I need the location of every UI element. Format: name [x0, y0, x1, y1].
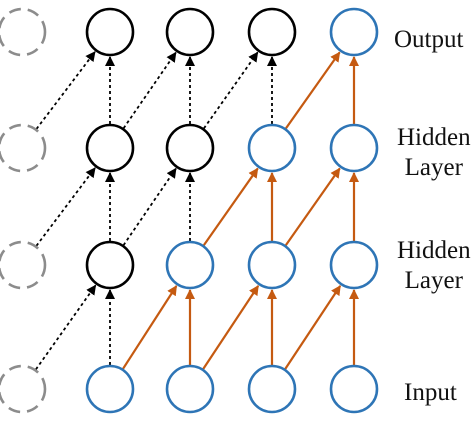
hidden-layer-top-label: Hidden Layer: [397, 123, 471, 183]
edge-diagonal-1-4: [284, 167, 341, 246]
node-active-0-4: [329, 364, 379, 414]
node-inactive-3-1: [85, 7, 135, 57]
output-label: Output: [394, 25, 463, 55]
edge-diagonal-1-2: [122, 167, 177, 246]
edge-diagonal-1-1: [35, 167, 96, 247]
output-label-text: Output: [394, 26, 464, 53]
edge-diagonal-0-3: [202, 285, 260, 370]
node-inactive-2-1: [85, 123, 135, 173]
node-active-1-2: [165, 240, 215, 290]
hidden-layer-top-line2: Layer: [404, 154, 463, 181]
edge-diagonal-1-3: [202, 167, 259, 246]
node-active-2-4: [329, 123, 379, 173]
edge-diagonal-0-2: [122, 285, 178, 370]
node-active-0-2: [165, 364, 215, 414]
node-inactive-1-1: [85, 240, 135, 290]
edge-diagonal-2-4: [285, 51, 341, 130]
node-active-3-4: [329, 7, 379, 57]
hidden-layer-bottom-line1: Hidden: [397, 237, 471, 264]
node-ghost-0-0: [0, 364, 47, 414]
node-inactive-3-2: [165, 7, 215, 57]
node-ghost-3-0: [0, 7, 47, 57]
input-label-text: Input: [404, 379, 457, 406]
node-ghost-1-0: [0, 240, 47, 290]
edge-diagonal-0-4: [284, 285, 342, 370]
node-inactive-2-2: [165, 123, 215, 173]
node-active-1-3: [247, 240, 297, 290]
edge-diagonal-2-3: [203, 51, 259, 129]
edge-diagonal-2-2: [122, 51, 177, 129]
hidden-layer-bottom-line2: Layer: [404, 267, 463, 294]
nodes-group: [0, 7, 379, 414]
node-active-2-3: [247, 123, 297, 173]
input-label: Input: [404, 378, 457, 408]
edge-diagonal-2-1: [35, 51, 96, 130]
node-active-0-3: [247, 364, 297, 414]
hidden-layer-top-line1: Hidden: [397, 124, 471, 151]
edge-diagonal-0-1: [35, 284, 97, 370]
node-ghost-2-0: [0, 123, 47, 173]
node-active-0-1: [85, 364, 135, 414]
edges-group: [35, 51, 359, 370]
node-active-1-4: [329, 240, 379, 290]
hidden-layer-bottom-label: Hidden Layer: [397, 236, 471, 296]
node-inactive-3-3: [247, 7, 297, 57]
